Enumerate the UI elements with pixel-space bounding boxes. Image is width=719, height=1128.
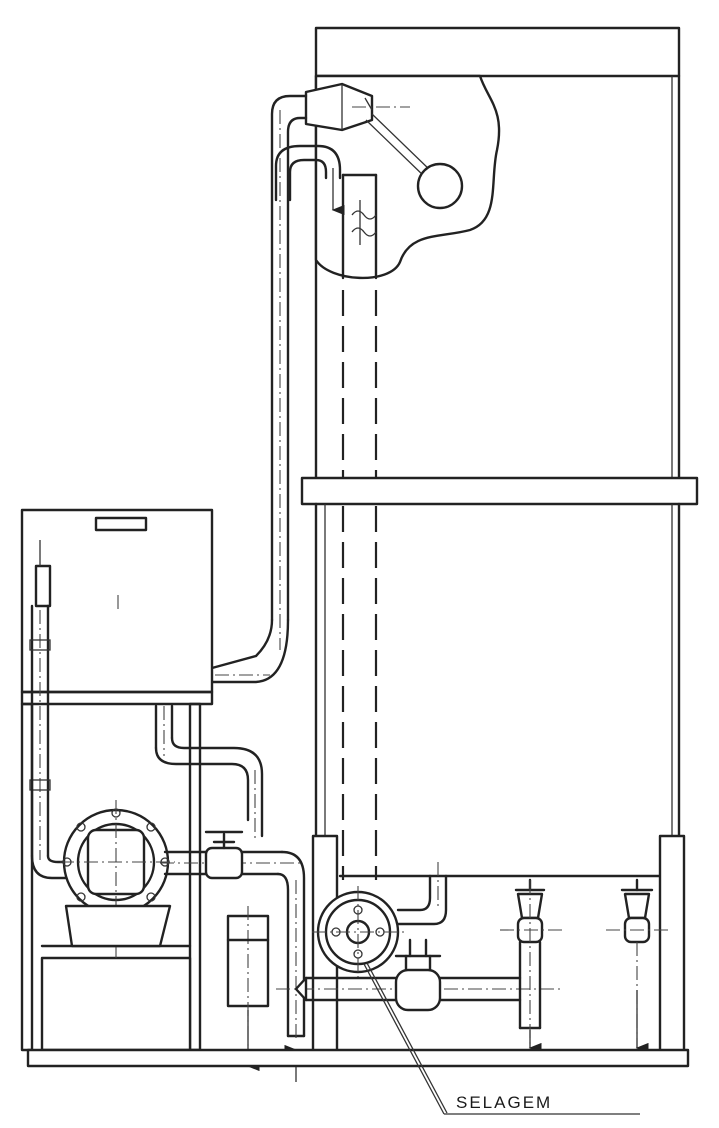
drain-valve-2 [606,878,668,1054]
pump-discharge-line [160,850,300,876]
float-ball [416,162,464,210]
seal-bypass-pipe [396,862,448,926]
drain-valve-1 [500,878,562,1054]
standpipe-upper [341,173,378,280]
pump-skid [20,702,202,1052]
bottom-manifold [276,938,560,1012]
float-valve [304,82,433,179]
drain-column [226,906,270,1072]
valve-outlet-pipe [240,850,306,1082]
centrifugal-pump [60,800,175,960]
tank-flange-band [300,476,699,506]
discharge-bend [274,144,345,216]
level-gauge [34,540,52,608]
seal-unit [312,886,404,980]
seal-callout [363,962,640,1115]
inlet-pipe [210,94,308,684]
seal-label: SELAGEM [456,1093,552,1112]
cutaway-section [314,74,501,280]
tank-to-valve-pipe [154,704,264,840]
discharge-gate-valve [204,830,244,880]
lower-tank [314,502,681,878]
base-plate [26,1048,690,1068]
standpipe-dashed [341,290,378,880]
small-tank [20,508,214,706]
